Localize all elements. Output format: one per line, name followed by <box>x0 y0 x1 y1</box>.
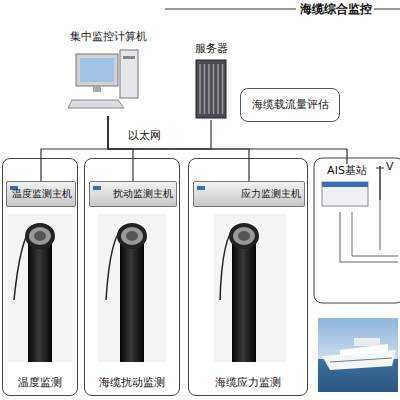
node-label: 海缆应力监测 <box>189 376 307 389</box>
device-icon <box>68 48 148 114</box>
cable-photo <box>98 214 166 362</box>
device-icon <box>192 58 232 120</box>
node-label: 集中监控计算机 <box>58 30 158 43</box>
node-label: 服务器 <box>174 42 248 55</box>
frame-line <box>165 9 296 10</box>
ship-photo <box>318 318 398 392</box>
monitor-panel: 温度监测 温度监测主机 <box>2 158 78 396</box>
network-label: 以太网 <box>128 128 161 143</box>
node-label: 应力监测主机 <box>241 188 301 200</box>
diagram-title: 海缆综合监控 <box>300 2 372 16</box>
cable-photo <box>214 214 286 362</box>
cable-photo <box>8 214 72 362</box>
host-device: 扰动监测主机 <box>89 181 177 207</box>
host-device: 应力监测主机 <box>193 181 305 207</box>
computer-node: 集中监控计算机 <box>58 30 158 116</box>
ethernet-link <box>41 116 108 181</box>
antenna-label: V <box>386 160 394 173</box>
wire <box>340 200 398 262</box>
monitor-panel: 海缆扰动监测 扰动监测主机 <box>84 158 180 396</box>
ais-station: AIS基站 <box>318 164 376 212</box>
node-label: 海缆扰动监测 <box>85 376 179 389</box>
node-label: 海缆载流量评估 <box>241 98 339 111</box>
process-box: 海缆载流量评估 <box>240 88 340 122</box>
host-device: 温度监测主机 <box>6 181 76 207</box>
server-node: 服务器 <box>184 42 238 120</box>
ethernet-link <box>108 116 249 181</box>
ethernet-link <box>108 116 133 181</box>
node-label: AIS基站 <box>318 164 376 177</box>
node-label: 扰动监测主机 <box>113 188 173 200</box>
ethernet-link <box>108 116 211 149</box>
frame-line <box>374 9 400 10</box>
host-logo <box>197 186 205 190</box>
ethernet-link <box>108 116 347 164</box>
device-icon <box>318 180 376 210</box>
host-logo <box>93 186 101 190</box>
ais-panel <box>314 158 400 303</box>
antenna <box>376 166 384 200</box>
node-label: 温度监测主机 <box>12 188 72 200</box>
monitor-panel: 海缆应力监测 应力监测主机 <box>188 158 308 396</box>
node-label: 温度监测 <box>3 376 77 389</box>
